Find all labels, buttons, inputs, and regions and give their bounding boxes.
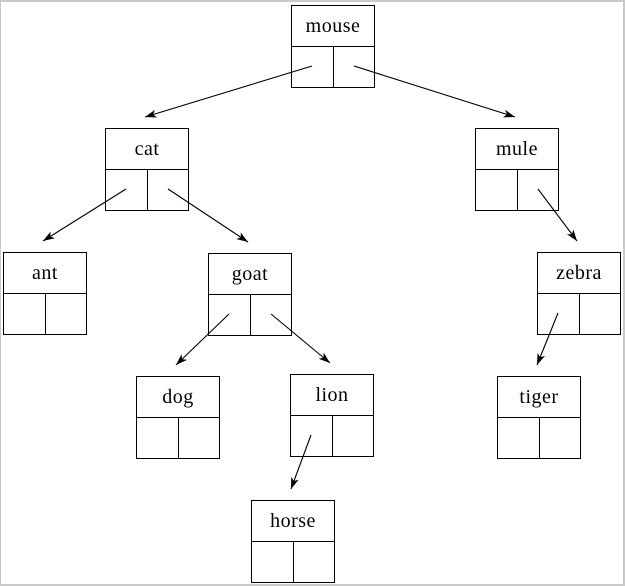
pointer-row	[498, 418, 580, 459]
pointer-cell-left	[4, 294, 46, 335]
pointer-cell-left	[106, 170, 148, 211]
pointer-cell-right	[148, 170, 189, 211]
tree-node-dog: dog	[136, 376, 220, 459]
pointer-cell-left	[291, 416, 333, 457]
node-label: horse	[252, 501, 334, 542]
pointer-row	[4, 294, 86, 335]
pointer-cell-right	[334, 47, 375, 88]
pointer-cell-right	[179, 418, 220, 459]
node-label: lion	[291, 375, 373, 416]
pointer-cell-left	[538, 294, 580, 335]
pointer-row	[252, 542, 334, 583]
node-label: goat	[209, 254, 291, 295]
pointer-row	[538, 294, 620, 335]
pointer-cell-left	[292, 47, 334, 88]
pointer-cell-right	[333, 416, 374, 457]
tree-node-lion: lion	[290, 374, 374, 457]
node-label: dog	[137, 377, 219, 418]
tree-node-mule: mule	[475, 128, 559, 211]
node-label: ant	[4, 253, 86, 294]
tree-node-mouse: mouse	[291, 5, 375, 88]
tree-node-tiger: tiger	[497, 376, 581, 459]
pointer-cell-right	[580, 294, 621, 335]
pointer-row	[291, 416, 373, 457]
tree-node-horse: horse	[251, 500, 335, 583]
edge-mouse-mule	[353, 65, 516, 118]
node-label: tiger	[498, 377, 580, 418]
pointer-row	[209, 295, 291, 336]
tree-node-zebra: zebra	[537, 252, 621, 335]
pointer-row	[106, 170, 188, 211]
node-label: mule	[476, 129, 558, 170]
tree-node-ant: ant	[3, 252, 87, 335]
node-label: mouse	[292, 6, 374, 47]
pointer-cell-right	[46, 294, 87, 335]
edge-mouse-cat	[144, 65, 313, 118]
node-label: cat	[106, 129, 188, 170]
pointer-cell-left	[252, 542, 294, 583]
pointer-cell-left	[137, 418, 179, 459]
pointer-row	[137, 418, 219, 459]
pointer-cell-left	[476, 170, 518, 211]
pointer-cell-right	[251, 295, 292, 336]
pointer-cell-right	[294, 542, 335, 583]
tree-node-cat: cat	[105, 128, 189, 211]
pointer-cell-right	[540, 418, 581, 459]
pointer-row	[292, 47, 374, 88]
pointer-cell-left	[498, 418, 540, 459]
tree-node-goat: goat	[208, 253, 292, 336]
pointer-cell-right	[518, 170, 559, 211]
pointer-cell-left	[209, 295, 251, 336]
pointer-row	[476, 170, 558, 211]
node-label: zebra	[538, 253, 620, 294]
